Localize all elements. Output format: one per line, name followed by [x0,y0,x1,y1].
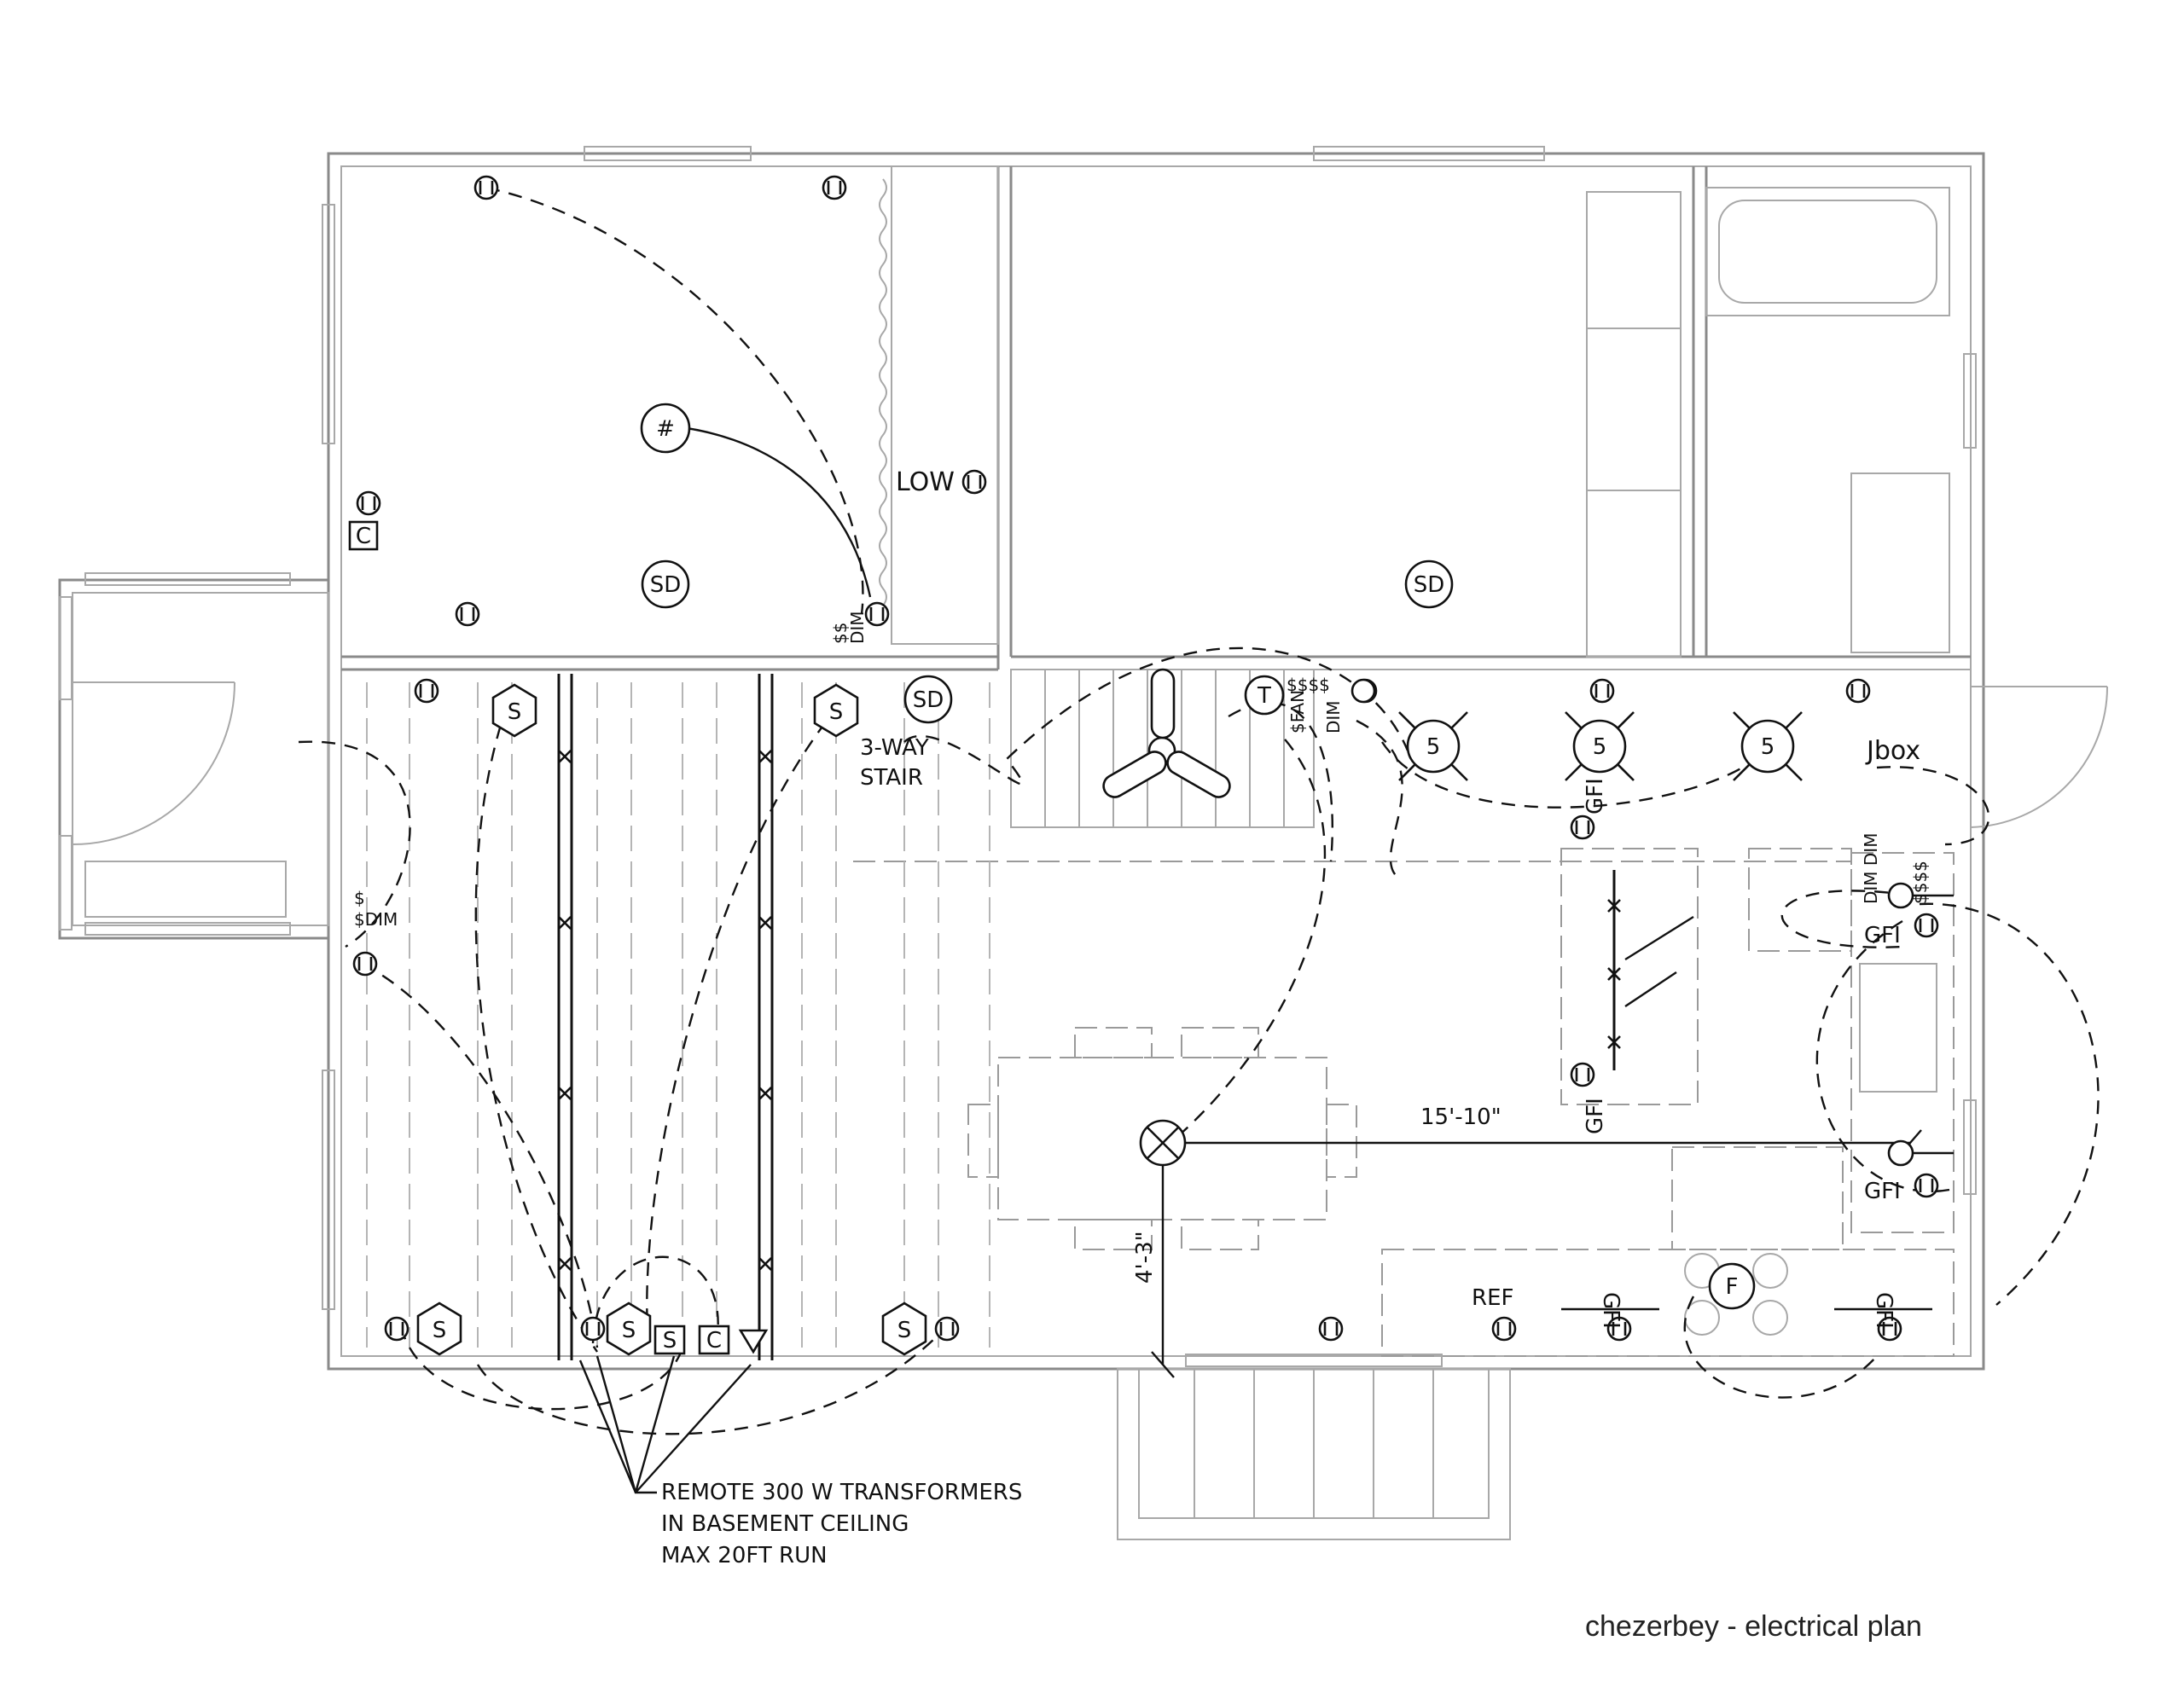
architectural-walls [58,152,1985,1540]
gfi-outlets [1561,882,1954,1311]
sconce: S [881,1301,927,1356]
switch-bank-label: $$$$ [1287,675,1330,695]
smoke-detector-label: SD [1414,572,1445,598]
track-heads [558,750,1621,1271]
kitchen-dim-stack: DIM DIM [1861,833,1881,904]
bedroom-switch-label: $$ [830,623,851,644]
outlet [1589,678,1615,704]
sconce-label: S [433,1318,447,1343]
sconce: S [491,683,537,738]
dimension-horizontal: 15'-10" [1420,1104,1502,1130]
doors [72,681,2108,918]
outlet [1914,1173,1939,1198]
ceiling-fan [1102,668,1231,798]
circuit-wiring [298,186,2100,1494]
outlet [473,175,499,200]
ref-label: REF [1472,1285,1513,1311]
outlet [1570,1062,1595,1087]
kitchen-switch-stack: $$$$ [1910,861,1931,904]
transformer-note: REMOTE 300 W TRANSFORMERS IN BASEMENT CE… [661,1480,1022,1568]
wall-sconces: S S S S S [416,683,927,1356]
closets-and-cabinets [853,165,1955,1357]
entry-switch-label: $ [354,888,365,908]
outlet [1877,1316,1902,1342]
ceiling-joists [366,682,990,1348]
jbox-label: Jbox [1865,736,1920,766]
outlet [864,601,890,627]
fixture-label: # [656,416,675,442]
outlet [384,1316,410,1342]
gfi-label-lower: GFI [1864,1179,1901,1204]
pendant-label: 5 [1426,734,1441,760]
dining-chandelier [1139,1119,1187,1167]
stair-label-line2: STAIR [860,765,923,791]
outlet [1570,815,1595,840]
dim-switch-label: DIM [1323,700,1344,733]
windows [59,146,1977,1367]
outlet [822,175,847,200]
dimension-vertical: 4'-3" [1132,1231,1158,1284]
outlet [356,490,381,516]
fan-switch-label: $FAN [1287,690,1308,733]
outlet [1491,1316,1517,1342]
smoke-detector: SD [1404,559,1454,609]
outlet [580,1316,606,1342]
sconce: S [416,1301,462,1356]
smoke-detectors: SD SD SD [641,559,1454,724]
smoke-detector: SD [903,675,953,724]
gfi-label-upper: GFI [1864,923,1901,948]
track-lighting [557,674,1621,1360]
plan-labels: LOW 3-WAY STAIR Jbox GFI GFI REF GFI GFI… [354,467,1931,1329]
gfi-label-range-left: GFI [1598,1292,1623,1329]
low-label: LOW [896,467,955,497]
pendant: 5 [1398,711,1468,781]
stair-label-line1: 3-WAY [860,735,929,761]
outlet [1350,678,1376,704]
outlet [414,678,439,704]
kitchen-fixture: F [1708,1262,1756,1310]
entry-dim-label: $DIM [354,909,398,930]
dimension-lines [1151,1129,1922,1378]
outlet [1606,1316,1632,1342]
smoke-detector-label: SD [650,572,682,598]
gfi-label-range-right: GFI [1871,1292,1896,1329]
smoke-detector: SD [641,559,690,609]
kitchen-fixture-label: F [1726,1274,1739,1300]
sconce-box-label: S [663,1328,677,1354]
sconce-label: S [897,1318,912,1343]
duplex-outlets [352,175,1939,1342]
thermostat-label: T [1257,683,1271,709]
thermostat: T [1244,675,1285,716]
drawing-title: chezerbey - electrical plan [1585,1610,1922,1643]
outlet [1318,1316,1344,1342]
sconce-label: S [508,699,522,725]
pendant-fixtures: 5 5 5 [1398,711,1803,781]
pendant: 5 [1565,711,1635,781]
sconce: S [813,683,859,738]
outlet [1914,913,1939,938]
bedroom-dim-label: DIM [847,611,868,644]
misc-boxes: C S C [348,520,769,1355]
outlet [352,951,378,977]
outlet [934,1316,960,1342]
pendant-label: 5 [1761,734,1775,760]
pendant: 5 [1733,711,1803,781]
sconce-label: S [622,1318,636,1343]
transformer-note-line3: MAX 20FT RUN [661,1543,828,1568]
smoke-detector-label: SD [913,687,944,713]
transformer-note-line2: IN BASEMENT CEILING [661,1511,909,1537]
cable-box-label: C [356,524,371,549]
outlet [961,469,987,495]
pendant-label: 5 [1593,734,1607,760]
gfi-label-island-top: GFI [1583,778,1608,815]
sconce: S [606,1301,652,1356]
cable-box-label-2: C [706,1328,722,1354]
sconce-label: S [829,699,844,725]
transformer-note-line1: REMOTE 300 W TRANSFORMERS [661,1480,1022,1505]
ceiling-fixture: # [640,403,691,454]
gfi-label-island-bottom: GFI [1583,1098,1608,1134]
outlet [1845,678,1871,704]
outlet [455,601,480,627]
